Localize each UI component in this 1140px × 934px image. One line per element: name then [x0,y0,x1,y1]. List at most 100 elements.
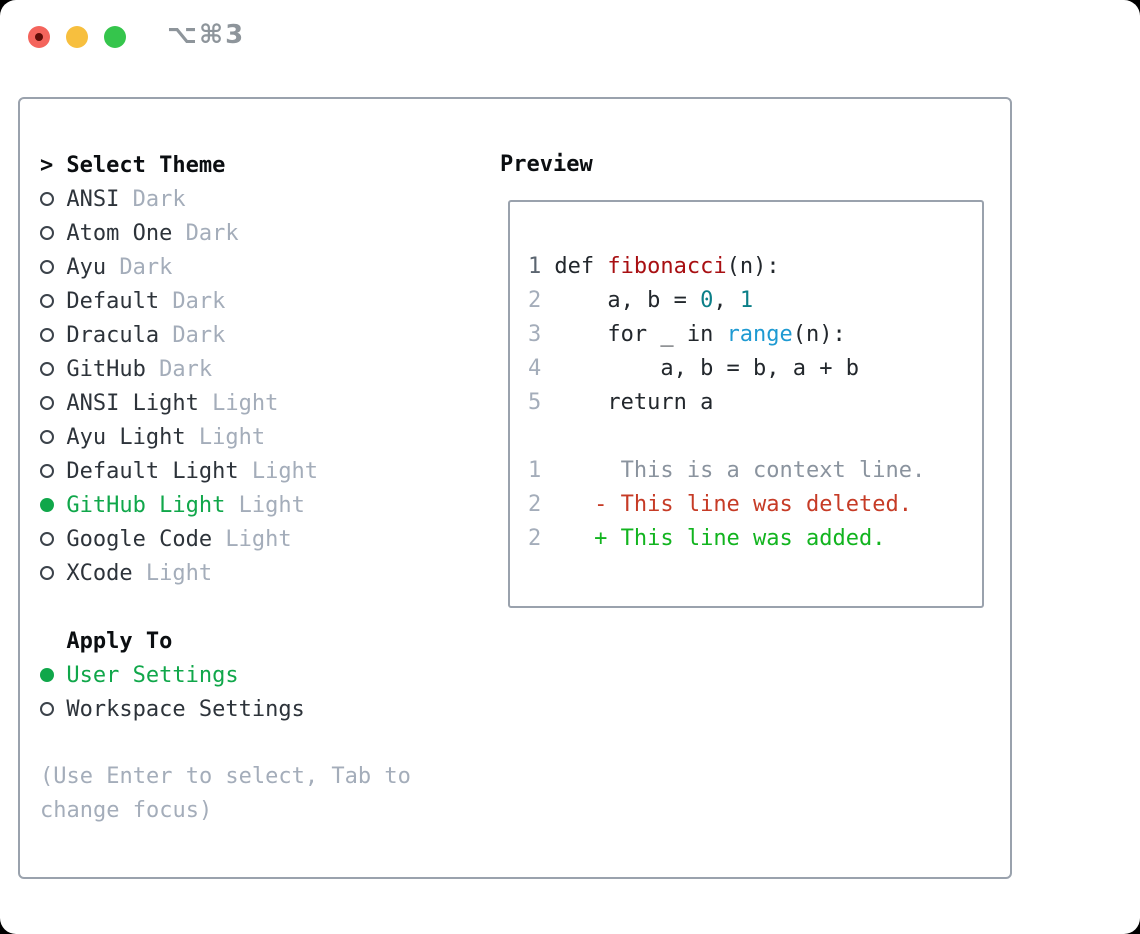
theme-variant-badge: Dark [119,186,186,212]
apply-to-title: Apply To [66,628,173,654]
radio-unselected-icon [40,192,54,206]
theme-option-xcode-light[interactable]: XCode Light [40,556,411,590]
radio-cell [40,294,66,308]
code-token: 1 [739,288,754,313]
theme-option-default-light-light[interactable]: Default Light Light [40,454,411,488]
theme-option-ayu-dark[interactable]: Ayu Dark [40,250,411,284]
prompt-caret-icon: > [40,152,54,178]
theme-option-dracula-dark[interactable]: Dracula Dark [40,318,411,352]
spacer [40,590,411,624]
theme-name: Default [66,288,160,314]
theme-variant-badge: Light [212,526,292,552]
code-line: 2 a, b = 0, 1 [528,284,982,318]
hint-line-1: (Use Enter to select, Tab to [40,764,411,789]
theme-option-default-dark[interactable]: Default Dark [40,284,411,318]
radio-cell [40,192,66,206]
select-theme-title: Select Theme [66,152,226,178]
apply-option-workspace-settings[interactable]: Workspace Settings [40,692,411,726]
theme-name: ANSI [66,186,120,212]
traffic-light-minimize-icon[interactable] [66,26,88,48]
theme-name: GitHub [66,356,146,382]
radio-cell [40,362,66,376]
apply-option-user-settings[interactable]: User Settings [40,658,411,692]
theme-variant-badge: Light [198,390,279,416]
theme-name: GitHub Light [66,492,226,518]
code-token: This is a context line. [554,458,926,483]
code-line: 1 This is a context line. [528,454,982,488]
radio-cell [40,566,66,580]
line-number: 1 [528,458,542,483]
radio-cell [40,396,66,410]
code-token: , [713,288,740,313]
code-token: fibonacci [607,254,727,279]
traffic-light-close-icon[interactable] [28,26,50,48]
theme-name: Ayu [66,254,107,280]
code-token: range [726,322,793,347]
hint-text: (Use Enter to select, Tab to change focu… [40,760,411,828]
radio-selected-icon [40,498,54,512]
theme-option-github-dark[interactable]: GitHub Dark [40,352,411,386]
theme-option-google-code-light[interactable]: Google Code Light [40,522,411,556]
radio-cell [40,430,66,444]
record-dot-icon [35,33,43,41]
code-token: + This line was added. [554,526,886,551]
theme-option-ansi-light-light[interactable]: ANSI Light Light [40,386,411,420]
theme-variant-badge: Dark [145,356,213,382]
traffic-light-zoom-icon[interactable] [104,26,126,48]
radio-cell [40,328,66,342]
theme-option-ayu-light-light[interactable]: Ayu Light Light [40,420,411,454]
code-line: 5 return a [528,386,982,420]
code-token: - This line was deleted. [554,492,912,517]
apply-option-label: User Settings [66,662,239,688]
theme-name: Google Code [66,526,213,552]
theme-name: XCode [66,560,133,586]
preview-title: Preview [500,152,593,177]
radio-cell [40,702,66,716]
radio-unselected-icon [40,328,54,342]
line-number: 1 [528,254,542,279]
theme-variant-badge: Dark [106,254,173,280]
theme-option-atom-one-dark[interactable]: Atom One Dark [40,216,411,250]
traffic-lights [28,26,126,48]
select-theme-header: > Select Theme [40,148,411,182]
code-token: (n): [792,322,846,347]
theme-name: Default Light [66,458,239,484]
theme-variant-badge: Dark [159,288,226,314]
theme-variant-badge: Light [132,560,213,586]
theme-name: Atom One [66,220,173,246]
theme-name: Dracula [66,322,160,348]
code-token: a, b = b, a + b [554,356,860,381]
theme-variant-badge: Dark [159,322,226,348]
radio-cell [40,532,66,546]
line-number: 5 [528,390,542,415]
code-line: 2 + This line was added. [528,522,982,556]
radio-selected-icon [40,668,54,682]
theme-variant-badge: Light [185,424,266,450]
theme-name: Ayu Light [66,424,186,450]
code-line: 3 for _ in range(n): [528,318,982,352]
radio-unselected-icon [40,260,54,274]
radio-unselected-icon [40,566,54,580]
theme-name: ANSI Light [66,390,199,416]
theme-variant-badge: Light [238,458,319,484]
apply-option-label: Workspace Settings [66,696,305,722]
radio-unselected-icon [40,396,54,410]
radio-unselected-icon [40,430,54,444]
code-token: 0 [700,288,714,313]
apply-to-header: Apply To [40,624,411,658]
code-line: 4 a, b = b, a + b [528,352,982,386]
radio-cell [40,498,66,512]
window-shortcut-label: ⌥⌘3 [167,20,246,50]
radio-cell [40,464,66,478]
radio-unselected-icon [40,294,54,308]
theme-option-ansi-dark[interactable]: ANSI Dark [40,182,411,216]
radio-cell [40,260,66,274]
code-token: a, b = [554,288,701,313]
theme-variant-badge: Light [225,492,305,518]
theme-option-github-light-light[interactable]: GitHub Light Light [40,488,411,522]
